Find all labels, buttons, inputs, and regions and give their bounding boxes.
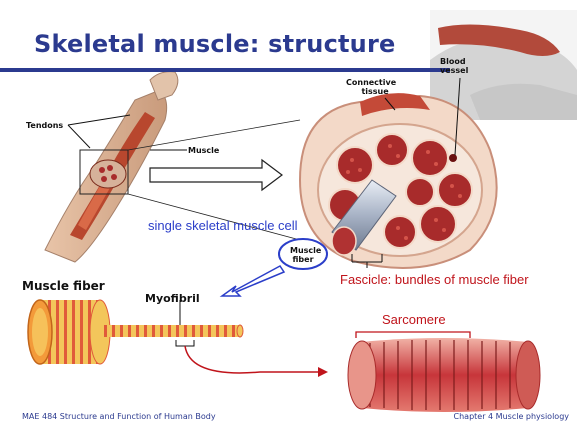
arrow-right-icon: [150, 160, 282, 190]
slide-title: Skeletal muscle: structure: [34, 30, 395, 58]
label-muscle-fiber-bubble: Muscle fiber: [290, 246, 316, 264]
label-connective-tissue: Connective tissue: [346, 78, 396, 96]
label-sarcomere: Sarcomere: [382, 312, 446, 327]
arrow-down-left-icon: [222, 266, 284, 296]
muscle-fiber-drawing: [28, 300, 328, 377]
muscle-cross-section: [300, 93, 497, 268]
sarcomere-drawing: [348, 332, 540, 412]
footer-course: MAE 484 Structure and Function of Human …: [22, 412, 216, 421]
label-blood-vessel: Blood vessel: [440, 57, 468, 75]
label-muscle-fiber: Muscle fiber: [22, 279, 105, 293]
label-muscle: Muscle: [188, 146, 219, 155]
label-myofibril: Myofibril: [145, 292, 200, 305]
footer-chapter: Chapter 4 Muscle physiology: [454, 412, 569, 421]
label-fascicle: Fascicle: bundles of muscle fiber: [340, 272, 529, 287]
label-tendons: Tendons: [26, 121, 63, 130]
label-single-cell: single skeletal muscle cell: [148, 218, 298, 233]
title-underline: [0, 68, 450, 72]
